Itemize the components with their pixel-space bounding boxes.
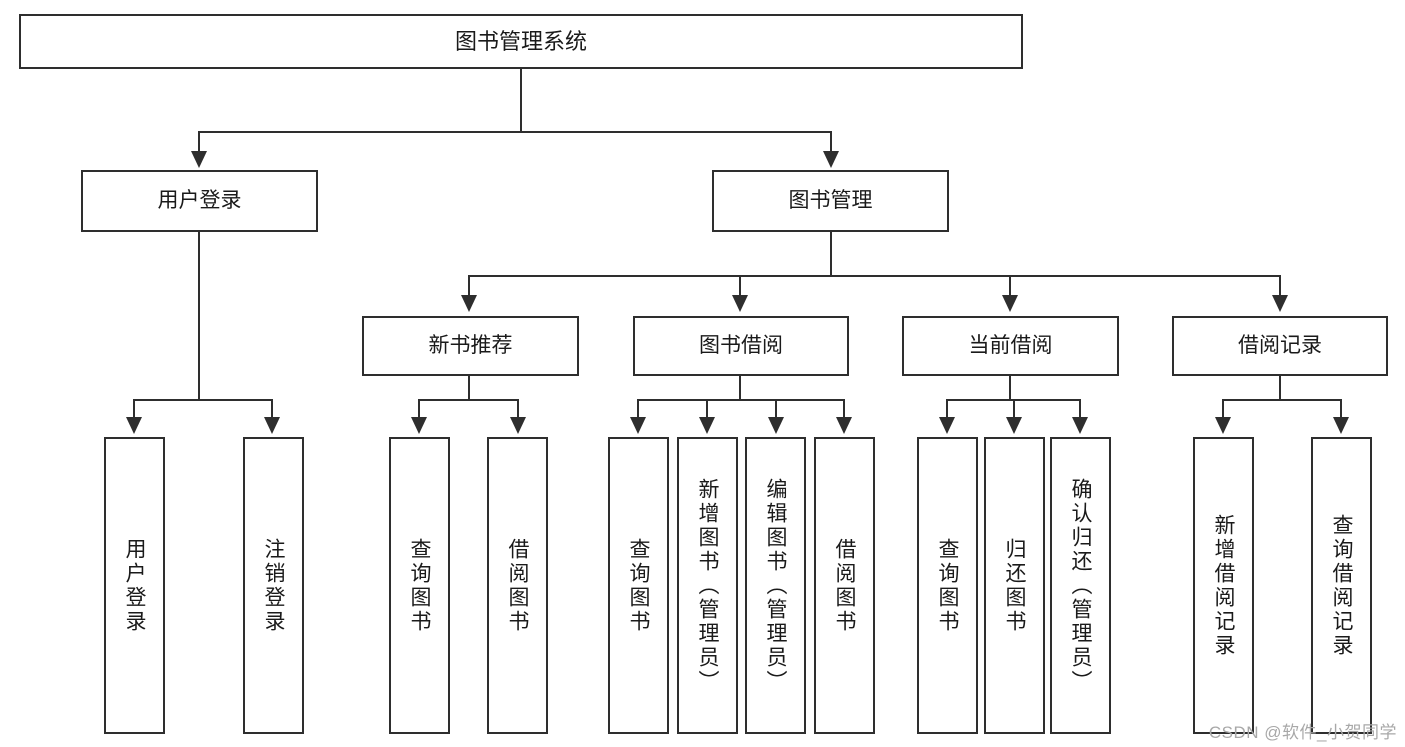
connector-level3-bus	[468, 275, 1280, 277]
connector-root-trunk	[520, 69, 522, 131]
node-label: 图书管理	[788, 188, 873, 212]
arrow-leaf-edit-book	[768, 417, 784, 434]
connector-borrow-trunk	[739, 376, 741, 400]
arrow-leaf-borrow-book-1	[510, 417, 526, 434]
arrow-user-login	[191, 151, 207, 168]
connector-drop-borrow	[739, 275, 741, 297]
arrow-current	[1002, 295, 1018, 312]
arrow-leaf-add-book	[699, 417, 715, 434]
arrow-leaf-user-logout	[264, 417, 280, 434]
arrow-new-book	[461, 295, 477, 312]
connector-borrow-bus	[637, 399, 844, 401]
connector-drop-leaf-query-book-3	[946, 399, 948, 419]
connector-new-book-trunk	[468, 376, 470, 400]
node-leaf-borrow-book-1[interactable]: 借阅图书	[487, 437, 548, 734]
node-user-login[interactable]: 用户登录	[81, 170, 318, 232]
connector-level2-bus	[198, 131, 832, 133]
arrow-borrow	[732, 295, 748, 312]
arrow-leaf-query-book-1	[411, 417, 427, 434]
node-label: 新增图书（管理员）	[696, 477, 719, 694]
node-label: 查询图书	[936, 537, 959, 634]
node-label: 新书推荐	[428, 333, 513, 357]
node-borrow-record[interactable]: 借阅记录	[1172, 316, 1388, 376]
arrow-leaf-return-book	[1006, 417, 1022, 434]
node-label: 编辑图书（管理员）	[764, 477, 787, 694]
arrow-leaf-query-book-2	[630, 417, 646, 434]
node-label: 确认归还（管理员）	[1069, 477, 1092, 694]
node-label: 查询图书	[408, 537, 431, 634]
connector-drop-leaf-borrow-book-1	[517, 399, 519, 419]
csdn-watermark: CSDN @软件_小贺同学	[1208, 723, 1397, 742]
arrow-record	[1272, 295, 1288, 312]
node-label: 注销登录	[262, 537, 285, 634]
node-label: 图书管理系统	[454, 28, 587, 54]
connector-current-trunk	[1009, 376, 1011, 400]
connector-new-book-bus	[418, 399, 519, 401]
connector-user-login-bus	[133, 399, 273, 401]
connector-drop-leaf-user-logout	[271, 399, 273, 419]
arrow-leaf-query-book-3	[939, 417, 955, 434]
node-leaf-add-book[interactable]: 新增图书（管理员）	[677, 437, 738, 734]
connector-user-login-trunk	[198, 232, 200, 401]
connector-drop-leaf-confirm-return	[1079, 399, 1081, 419]
connector-drop-leaf-query-record	[1340, 399, 1342, 419]
connector-drop-leaf-return-book	[1013, 399, 1015, 419]
connector-drop-leaf-query-book-1	[418, 399, 420, 419]
connector-drop-leaf-edit-book	[775, 399, 777, 419]
node-label: 新增借阅记录	[1212, 513, 1235, 658]
node-leaf-edit-book[interactable]: 编辑图书（管理员）	[745, 437, 806, 734]
connector-drop-user-login	[198, 131, 200, 153]
node-label: 归还图书	[1003, 537, 1026, 634]
node-leaf-query-book-1[interactable]: 查询图书	[389, 437, 450, 734]
node-leaf-user-login[interactable]: 用户登录	[104, 437, 165, 734]
node-leaf-query-book-3[interactable]: 查询图书	[917, 437, 978, 734]
node-leaf-return-book[interactable]: 归还图书	[984, 437, 1045, 734]
node-current-borrow[interactable]: 当前借阅	[902, 316, 1119, 376]
node-book-borrow[interactable]: 图书借阅	[633, 316, 849, 376]
node-label: 查询借阅记录	[1330, 513, 1353, 658]
node-leaf-borrow-book-2[interactable]: 借阅图书	[814, 437, 875, 734]
connector-drop-leaf-query-book-2	[637, 399, 639, 419]
node-leaf-confirm-return[interactable]: 确认归还（管理员）	[1050, 437, 1111, 734]
node-label: 用户登录	[157, 188, 242, 212]
node-leaf-user-logout[interactable]: 注销登录	[243, 437, 304, 734]
connector-drop-leaf-borrow-book-2	[843, 399, 845, 419]
arrow-book-manage	[823, 151, 839, 168]
node-label: 用户登录	[123, 537, 146, 634]
arrow-leaf-borrow-book-2	[836, 417, 852, 434]
arrow-leaf-query-record	[1333, 417, 1349, 434]
node-book-manage[interactable]: 图书管理	[712, 170, 949, 232]
node-label: 查询图书	[627, 537, 650, 634]
node-leaf-query-record[interactable]: 查询借阅记录	[1311, 437, 1372, 734]
connector-drop-leaf-user-login	[133, 399, 135, 419]
connector-record-bus	[1222, 399, 1342, 401]
node-leaf-add-record[interactable]: 新增借阅记录	[1193, 437, 1254, 734]
arrow-leaf-confirm-return	[1072, 417, 1088, 434]
connector-record-trunk	[1279, 376, 1281, 400]
connector-drop-book-manage	[830, 131, 832, 153]
arrow-leaf-user-login	[126, 417, 142, 434]
node-leaf-query-book-2[interactable]: 查询图书	[608, 437, 669, 734]
connector-drop-leaf-add-book	[706, 399, 708, 419]
connector-drop-record	[1279, 275, 1281, 297]
node-root-system[interactable]: 图书管理系统	[19, 14, 1023, 69]
connector-drop-new-book	[468, 275, 470, 297]
node-label: 借阅记录	[1238, 333, 1322, 357]
node-label: 借阅图书	[506, 537, 529, 634]
connector-drop-current	[1009, 275, 1011, 297]
arrow-leaf-add-record	[1215, 417, 1231, 434]
connector-book-manage-trunk	[830, 232, 832, 276]
node-label: 借阅图书	[833, 537, 856, 634]
node-label: 图书借阅	[699, 333, 783, 357]
node-label: 当前借阅	[968, 333, 1053, 357]
node-new-book-recommend[interactable]: 新书推荐	[362, 316, 579, 376]
connector-drop-leaf-add-record	[1222, 399, 1224, 419]
